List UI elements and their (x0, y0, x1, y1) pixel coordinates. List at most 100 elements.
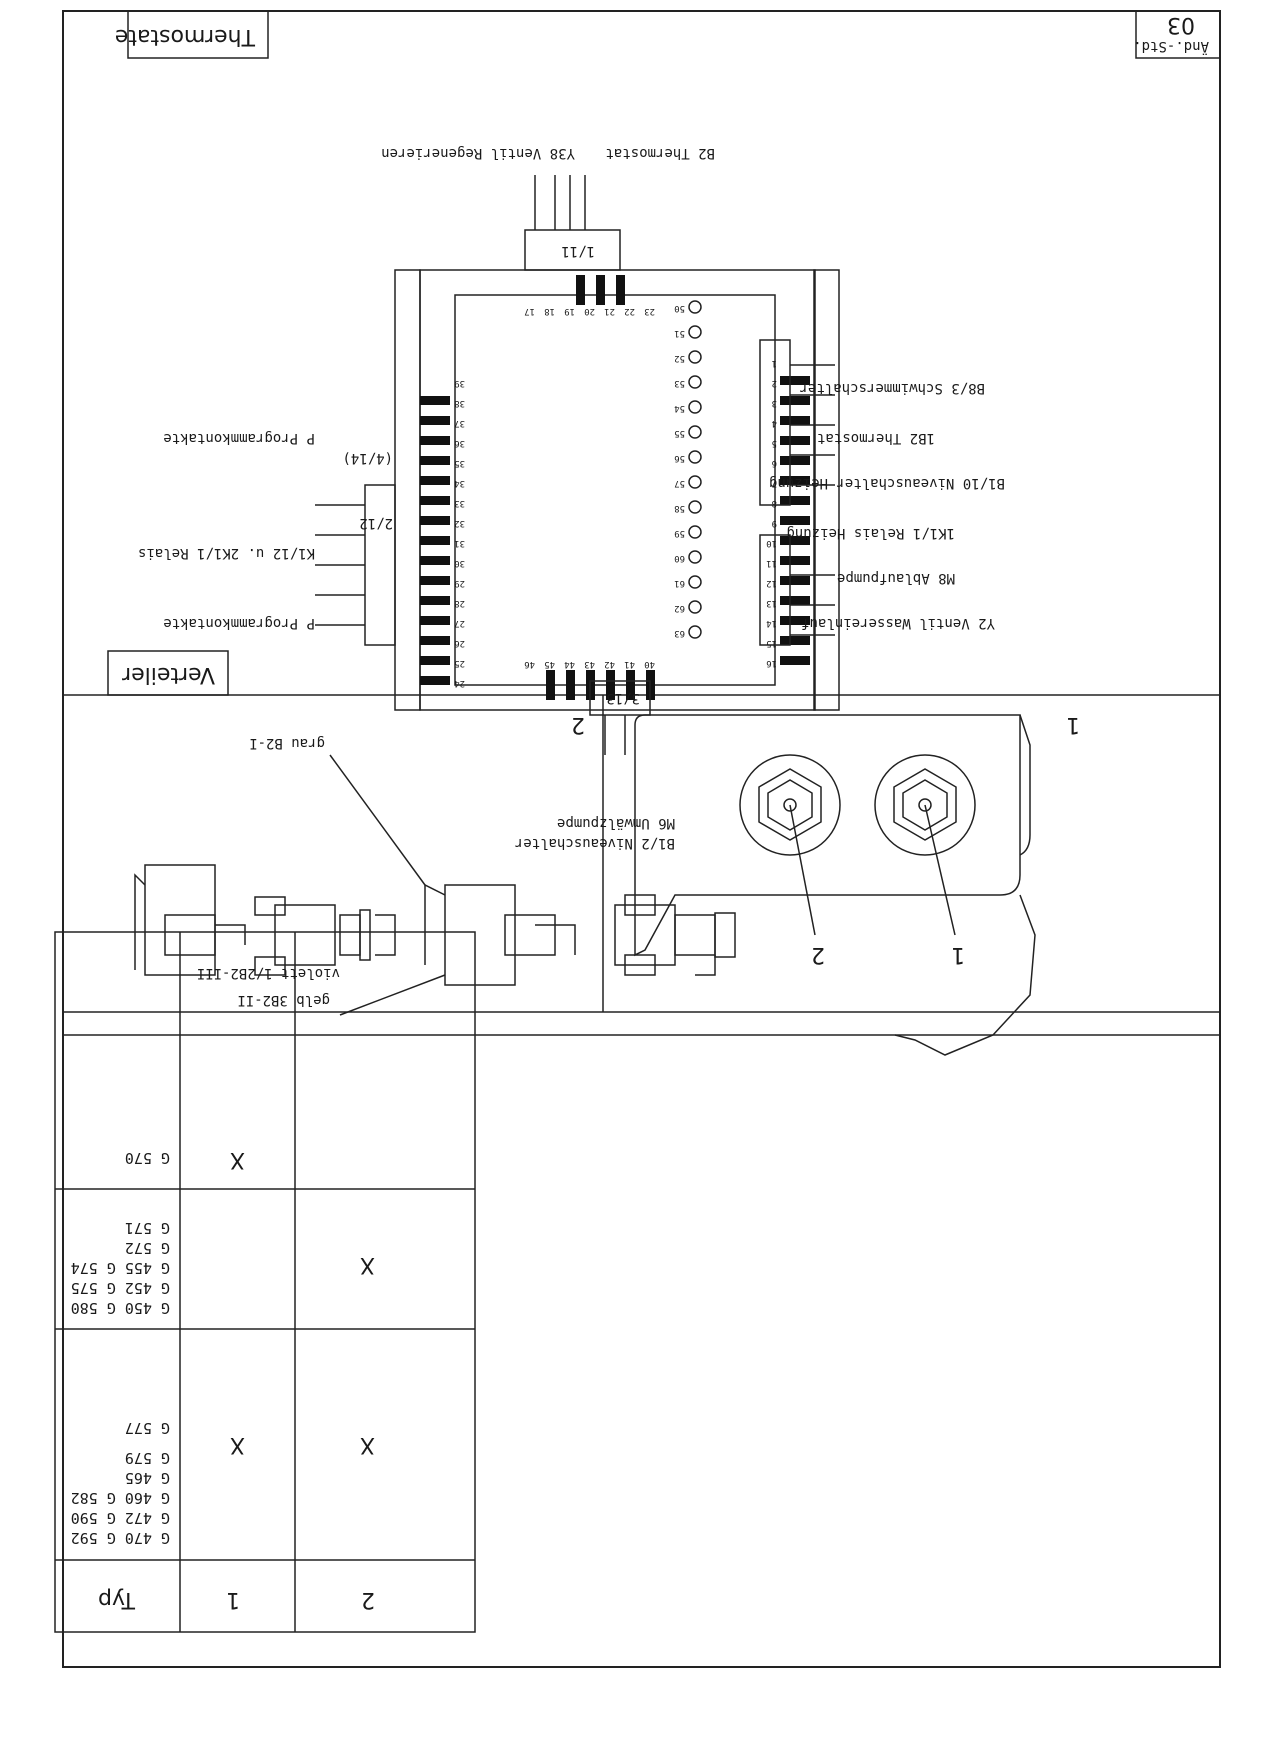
pin-26: 26 (454, 638, 465, 648)
pin-5: 5 (771, 438, 777, 448)
pin-1: 1 (771, 358, 777, 368)
table-row-1-mark-1: X (229, 1432, 245, 1457)
revision-label: Änd.-Std. (1133, 38, 1209, 54)
hole-63: 63 (674, 628, 685, 638)
pin-18: 18 (544, 306, 555, 316)
hole-55: 55 (674, 428, 685, 438)
pin-27: 27 (454, 618, 465, 628)
connector-label-3-13: 3/13 (606, 690, 640, 706)
wire-label-violett: violett 1/2B2-III (196, 965, 340, 981)
label-1k1-relay-heating: 1K1/1 Relais Heizung (786, 525, 955, 541)
table-header-col1: 1 (226, 1587, 240, 1612)
pin-bars-right (420, 396, 450, 685)
distributor-holes (688, 300, 702, 639)
pin-7: 7 (771, 478, 777, 488)
table-row-3-type-a: G 570 (124, 1149, 170, 1167)
label-y2-inlet-valve: Y2 Ventil Wassereinlauf (801, 615, 995, 631)
pin-43: 43 (584, 659, 595, 669)
pin-30: 30 (454, 558, 465, 568)
pin-23: 23 (644, 306, 655, 316)
hole-52: 52 (674, 353, 685, 363)
connector-1-11 (524, 229, 621, 271)
hole-60: 60 (674, 553, 685, 563)
connector-label-1-11: 1/11 (561, 243, 595, 259)
table-row-2-type-c: G 455 G 574 (70, 1259, 170, 1277)
connector-2-12 (364, 484, 396, 646)
connector-left-b (759, 339, 791, 506)
connector-label-2-12: 2/12 (359, 515, 393, 531)
table-row-2-type-a: G 450 G 580 (70, 1299, 170, 1317)
pin-31: 31 (454, 538, 465, 548)
table-header-col2: 2 (361, 1587, 375, 1612)
pin-19: 19 (564, 306, 575, 316)
table-row-3-mark-1: X (229, 1147, 245, 1172)
pin-13: 13 (766, 598, 777, 608)
pin-15: 15 (766, 638, 777, 648)
sheet-frame (62, 10, 1221, 1668)
table-row-1-type-c: G 460 G 582 (70, 1489, 170, 1507)
thermostat-1-socket (874, 754, 976, 856)
pin-11: 11 (766, 558, 777, 568)
pin-bars-left (780, 376, 810, 665)
label-b1-2-level-switch: B1/2 Niveauschalter (514, 835, 675, 851)
connector-label-4-14: (4/14) (342, 450, 393, 466)
hole-62: 62 (674, 603, 685, 613)
pin-44: 44 (564, 659, 575, 669)
pin-39: 39 (454, 378, 465, 388)
pin-17: 17 (524, 306, 535, 316)
table-row-1-type-a: G 470 G 592 (70, 1529, 170, 1547)
label-program-contacts-2: P Programmkontakte (163, 615, 315, 631)
pin-20: 20 (584, 306, 595, 316)
pin-14: 14 (766, 618, 777, 628)
pin-42: 42 (604, 659, 615, 669)
thermostat-table (54, 931, 476, 1633)
hole-61: 61 (674, 578, 685, 588)
pin-3: 3 (771, 398, 777, 408)
table-row-2-type-e: G 571 (124, 1219, 170, 1237)
table-row-1-type-f: G 577 (124, 1419, 170, 1437)
pin-bars-top (576, 275, 625, 305)
hole-59: 59 (674, 528, 685, 538)
distributor-title-box (107, 650, 229, 696)
pin-16: 16 (766, 658, 777, 668)
label-b8-float-switch: B8/3 Schwimmerschalter (799, 380, 985, 396)
variant-1-sketches (134, 864, 396, 976)
pin-38: 38 (454, 398, 465, 408)
table-row-2-type-d: G 572 (124, 1239, 170, 1257)
pin-9: 9 (771, 518, 777, 528)
pin-29: 29 (454, 578, 465, 588)
thermostat-position-1: 1 (951, 942, 965, 967)
label-b1-10-level-switch: B1/10 Niveauschalter Heizung (768, 475, 1005, 491)
wire-leads (315, 175, 835, 755)
table-row-2-mark-2: X (359, 1252, 375, 1277)
pin-41: 41 (624, 659, 635, 669)
pin-46: 46 (524, 659, 535, 669)
pin-6: 6 (771, 458, 777, 468)
pin-25: 25 (454, 658, 465, 668)
pin-22: 22 (624, 306, 635, 316)
pin-40: 40 (644, 659, 655, 669)
pin-36: 36 (454, 438, 465, 448)
label-program-contacts-1: P Programmkontakte (163, 430, 315, 446)
variant-1-number: 1 (1066, 712, 1080, 737)
thermostat-2-socket (739, 754, 841, 856)
table-row-1-mark-2: X (359, 1432, 375, 1457)
label-1b2-thermostat: 1B2 Thermostat (816, 430, 935, 446)
table-row-1-type-b: G 472 G 590 (70, 1509, 170, 1527)
label-k1-relais: K1/12 u. 2K1/1 Relais (137, 545, 315, 561)
table-row-1-type-d: G 465 (124, 1469, 170, 1487)
hole-51: 51 (674, 328, 685, 338)
label-y38-valve: Y38 Ventil Regenerieren (381, 145, 575, 161)
table-row-2-type-b: G 452 G 575 (70, 1279, 170, 1297)
hole-54: 54 (674, 403, 685, 413)
label-b2-thermostat: B2 Thermostat (605, 145, 715, 161)
pin-2: 2 (771, 378, 777, 388)
hole-58: 58 (674, 503, 685, 513)
connector-3-13 (589, 680, 651, 716)
variant-2-number: 2 (571, 712, 585, 737)
pin-12: 12 (766, 578, 777, 588)
pin-35: 35 (454, 458, 465, 468)
section-title-thermostats: Thermostate (114, 24, 255, 49)
section-title-distributor: Verteiler (122, 662, 215, 687)
hole-50: 50 (674, 303, 685, 313)
